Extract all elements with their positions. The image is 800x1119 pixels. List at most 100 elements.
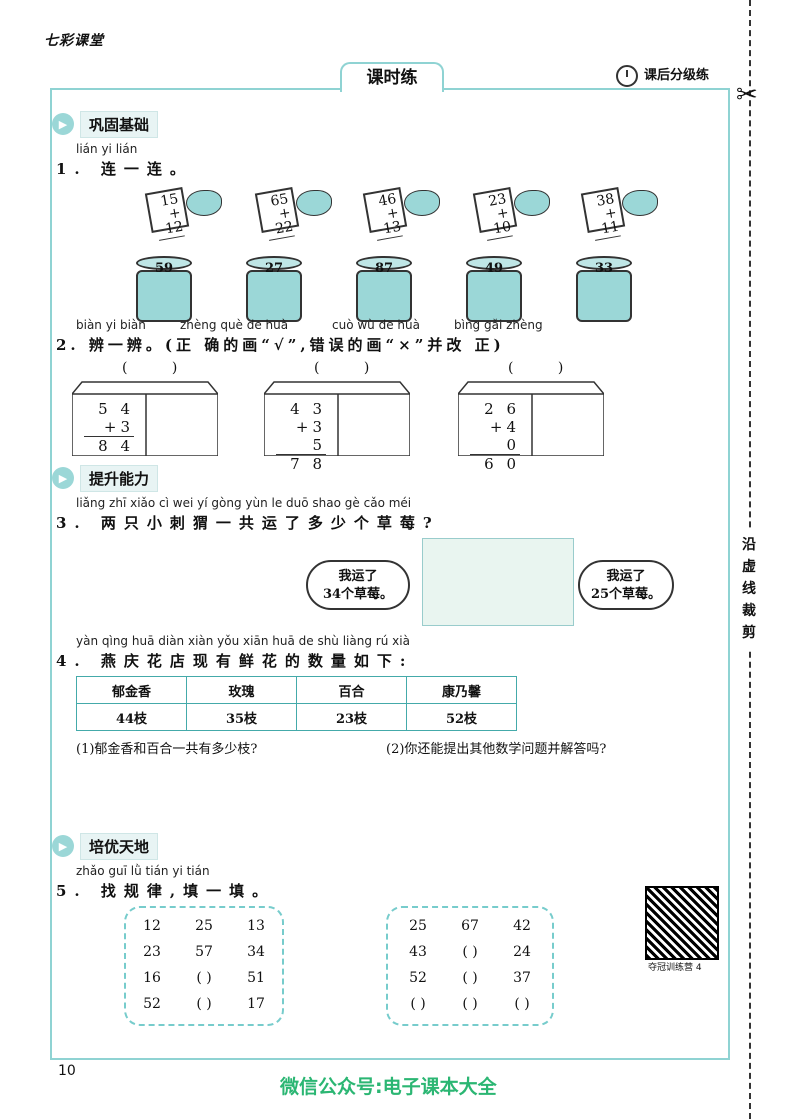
play-icon: ▶ — [52, 835, 74, 857]
grid-cell: 52 — [409, 970, 427, 986]
calc-line: 2 6 — [484, 400, 520, 418]
grid-cell: 12 — [143, 918, 161, 934]
answer-blank[interactable]: ( ) — [196, 996, 212, 1012]
q1-card[interactable]: 23+ 10 — [472, 187, 518, 241]
q4-text: 4. 燕庆花店现有鲜花的数量如下: — [56, 652, 414, 670]
pattern-grid-right: 25 67 42 43 ( ) 24 52 ( ) 37 ( ) ( ) ( ) — [386, 906, 554, 1026]
calc-line: 7 8 — [290, 455, 326, 473]
grid-cell: 34 — [247, 944, 265, 960]
q2-house: ( ) 4 3 +3 5 7 8 — [264, 360, 410, 473]
bird-icon — [514, 190, 550, 216]
grid-cell: 67 — [461, 918, 479, 934]
bird-icon — [622, 190, 658, 216]
grid-cell: 37 — [513, 970, 531, 986]
q1-card[interactable]: 46+ 13 — [362, 187, 408, 241]
bird-icon — [296, 190, 332, 216]
answer-paren[interactable]: ( ) — [314, 360, 390, 376]
grid-cell: 57 — [195, 944, 213, 960]
answer-blank[interactable]: ( ) — [196, 970, 212, 986]
q4-sub2: (2)你还能提出其他数学问题并解答吗? — [386, 742, 607, 757]
q2-text: 2. 辨一辨。(正 确的画“√”,错误的画“×”并改 正) — [56, 336, 505, 354]
table-cell: 23枝 — [296, 703, 407, 731]
grid-cell: 24 — [513, 944, 531, 960]
cut-char: 剪 — [742, 625, 756, 641]
cut-char: 沿 — [742, 537, 756, 553]
table-cell: 44枝 — [76, 703, 187, 731]
grid-cell: 43 — [409, 944, 427, 960]
q2-pinyin: biàn yi biàn — [76, 318, 146, 332]
q4-sub1: (1)郁金香和百合一共有多少枝? — [76, 742, 258, 757]
q1-can[interactable]: 33 — [576, 256, 632, 322]
pattern-grid-left: 12 25 13 23 57 34 16 ( ) 51 52 ( ) 17 — [124, 906, 284, 1026]
table-header: 玫瑰 — [186, 676, 297, 704]
table-cell: 35枝 — [186, 703, 297, 731]
grid-cell: 52 — [143, 996, 161, 1012]
q3-text: 3. 两只小刺猬一共运了多少个草莓? — [56, 514, 440, 532]
qr-caption: 夺冠训练营 4 — [648, 963, 702, 973]
cut-char: 裁 — [742, 603, 756, 619]
q2-pinyin: cuò wù de huà — [332, 318, 420, 332]
grid-cell: 42 — [513, 918, 531, 934]
clock-icon — [616, 64, 638, 87]
bird-icon — [186, 190, 222, 216]
q1-can[interactable]: 27 — [246, 256, 302, 322]
grid-cell: 13 — [247, 918, 265, 934]
section-heading-advanced: ▶培优天地 — [52, 832, 159, 860]
q1-pinyin: lián yi lián — [76, 142, 138, 156]
flower-table: 郁金香 玫瑰 百合 康乃馨 44枝 35枝 23枝 52枝 — [76, 676, 517, 731]
page-number: 10 — [58, 1063, 76, 1079]
table-header: 郁金香 — [76, 676, 187, 704]
calc-line: 4 3 — [290, 400, 326, 418]
bird-icon — [404, 190, 440, 216]
level-tag: 课后分级练 — [616, 64, 709, 87]
grid-cell: 25 — [409, 918, 427, 934]
calc-line: 8 4 — [98, 437, 134, 455]
answer-blank[interactable]: ( ) — [462, 944, 478, 960]
play-icon: ▶ — [52, 113, 74, 135]
scissors-icon: ✂ — [736, 80, 758, 110]
page-title: 课时练 — [340, 62, 444, 92]
section-heading-improve: ▶提升能力 — [52, 464, 159, 492]
section-heading-basics: ▶巩固基础 — [52, 110, 159, 138]
grid-cell: 51 — [247, 970, 265, 986]
calc-line: 5 4 — [98, 400, 134, 418]
brand-logo: 七彩课堂 — [44, 33, 104, 49]
cut-char: 虚 — [742, 559, 756, 575]
q5-pinyin: zhǎo guī lǜ tián yi tián — [76, 864, 210, 878]
calc-line: +3 5 — [276, 418, 326, 455]
q3-pinyin: liǎng zhī xiǎo cì wei yí gòng yùn le duō… — [76, 496, 412, 510]
q1-text: 1. 连一连。 — [56, 160, 193, 178]
q1-card[interactable]: 38+ 11 — [580, 187, 626, 241]
grid-cell: 17 — [247, 996, 265, 1012]
calc-line: +3 — [84, 418, 134, 437]
level-tag-label: 课后分级练 — [644, 68, 710, 83]
q1-card[interactable]: 15+ 12 — [144, 187, 190, 241]
answer-blank[interactable]: ( ) — [514, 996, 530, 1012]
answer-paren[interactable]: ( ) — [508, 360, 584, 376]
answer-paren[interactable]: ( ) — [122, 360, 198, 376]
q5-text: 5. 找规律,填一填。 — [56, 882, 276, 900]
answer-blank[interactable]: ( ) — [462, 996, 478, 1012]
calc-line: 6 0 — [484, 455, 520, 473]
hedgehog-illustration — [422, 538, 574, 626]
table-cell: 52枝 — [406, 703, 517, 731]
cut-char: 线 — [742, 581, 756, 597]
q2-pinyin: bìng gǎi zhèng — [454, 318, 543, 332]
q1-can[interactable]: 87 — [356, 256, 412, 322]
table-header: 康乃馨 — [406, 676, 517, 704]
table-header: 百合 — [296, 676, 407, 704]
answer-blank[interactable]: ( ) — [410, 996, 426, 1012]
answer-blank[interactable]: ( ) — [462, 970, 478, 986]
q1-can[interactable]: 59 — [136, 256, 192, 322]
qr-code[interactable] — [645, 886, 719, 960]
q2-house: ( ) 5 4 +3 8 4 — [72, 360, 218, 456]
q4-pinyin: yàn qìng huā diàn xiàn yǒu xiān huā de s… — [76, 634, 410, 648]
footer-watermark: 微信公众号:电子课本大全 — [280, 1076, 497, 1098]
cut-instruction: 沿 虚 线 裁 剪 — [742, 530, 756, 648]
grid-cell: 16 — [143, 970, 161, 986]
q1-can[interactable]: 49 — [466, 256, 522, 322]
q2-pinyin: zhèng què de huà — [180, 318, 289, 332]
q1-card[interactable]: 65+ 22 — [254, 187, 300, 241]
play-icon: ▶ — [52, 467, 74, 489]
